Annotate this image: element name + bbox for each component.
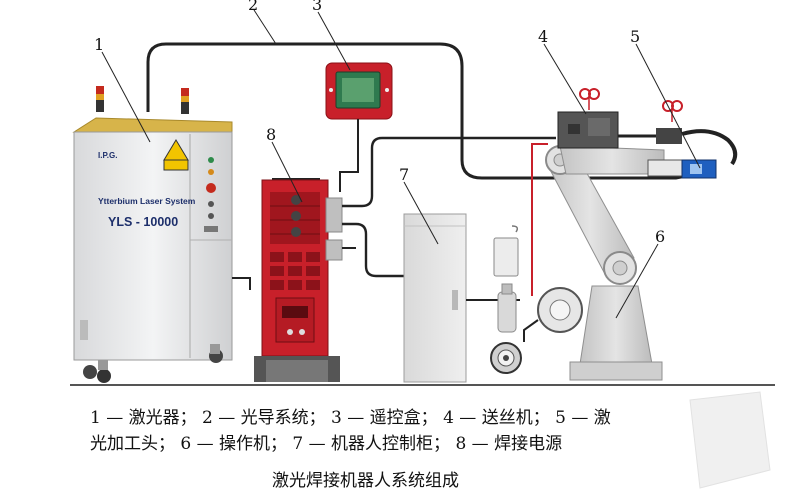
robot-controller-cabinet: [403, 213, 467, 383]
laser-processing-head: [647, 100, 738, 179]
power-supply-knob: [291, 195, 301, 205]
consumables: [490, 225, 522, 374]
wire-feeder: [557, 88, 619, 149]
callout-4: 4: [538, 27, 548, 46]
robot-manipulator: [523, 143, 665, 381]
callout-6: 6: [655, 227, 665, 246]
pendant-cable: [339, 119, 359, 192]
callout-1: 1: [94, 35, 104, 54]
laser-emergency-stop-icon: [206, 183, 216, 193]
legend-line-2: 光加工头； 6 — 操作机； 7 — 机器人控制柜； 8 — 焊接电源: [90, 434, 563, 454]
callout-3: 3: [312, 0, 322, 14]
callout-7: 7: [399, 165, 409, 184]
power-supply-to-wire-feeder-cable: [342, 136, 556, 208]
legend-line-1: 1 — 激光器； 2 — 光导系统； 3 — 遥控盒； 4 — 送丝机； 5 —…: [90, 408, 611, 428]
welding-power-supply: [254, 178, 343, 382]
power-supply-to-controller-cable: [342, 222, 404, 278]
laser-unit: I.P.G. Ytterbium Laser System YLS - 1000…: [72, 86, 233, 383]
diagram-title: 激光焊接机器人系统组成: [272, 471, 459, 491]
teach-pendant: [325, 62, 393, 120]
callout-2: 2: [248, 0, 258, 14]
laser-brand-line2: YLS - 10000: [108, 215, 178, 229]
callout-5: 5: [630, 27, 640, 46]
optical-fiber-cable: [146, 42, 707, 180]
background-crate: [689, 391, 771, 489]
filler-wire-line: [531, 143, 548, 296]
callout-8: 8: [266, 125, 276, 144]
laser-logo: I.P.G.: [98, 151, 117, 160]
laser-to-cabinet-cable: [232, 277, 251, 290]
laser-cabinet: [73, 131, 233, 361]
laser-brand-line1: Ytterbium Laser System: [98, 196, 196, 206]
laser-caster: [83, 365, 97, 379]
callout-leaders: [101, 9, 701, 319]
wire-container: [493, 237, 519, 277]
